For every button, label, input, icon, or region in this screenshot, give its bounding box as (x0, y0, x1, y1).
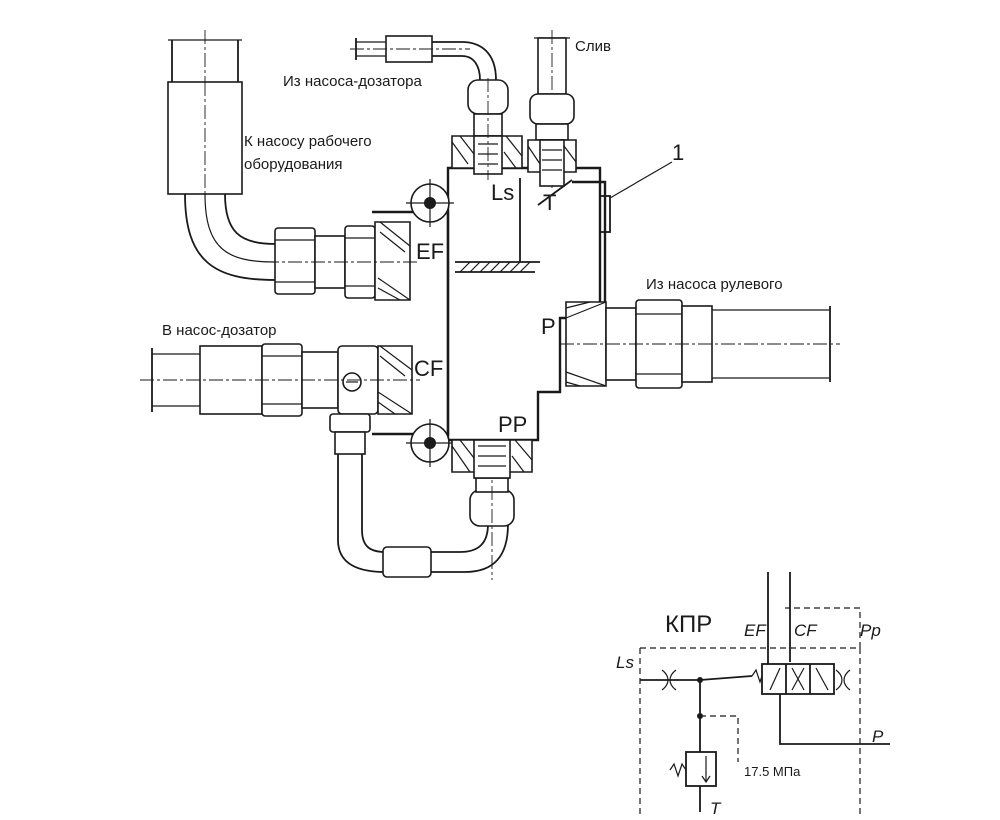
callout-1: 1 (609, 140, 684, 199)
port-labels: Ls T EF P CF PP (414, 180, 556, 437)
port-cf: CF (414, 356, 443, 381)
port-ef: EF (416, 239, 444, 264)
label-from-metering-pump: Из насоса-дозатора (283, 73, 423, 90)
label-to-work-pump-2: оборудования (244, 156, 342, 173)
drawing-labels: Из насоса-дозатора Слив К насосу рабочег… (162, 38, 783, 339)
drain-hose-assembly (527, 30, 577, 190)
label-to-work-pump-1: К насосу рабочего (244, 133, 372, 150)
schematic-pp: Pp (860, 621, 881, 640)
p-hose-assembly (560, 299, 840, 389)
schematic-ls: Ls (616, 653, 634, 672)
label-drain: Слив (575, 38, 611, 55)
port-ls: Ls (491, 180, 514, 205)
hose-to-metering-pump (140, 343, 420, 417)
hose-to-work-pump (167, 30, 420, 301)
ls-hose-assembly (350, 35, 523, 180)
port-t: T (543, 190, 556, 215)
schematic-title: КПР (665, 611, 712, 638)
loop-hose (329, 413, 515, 580)
pp-fitting (451, 439, 533, 479)
port-pp: PP (498, 412, 527, 437)
schematic-ef: EF (744, 621, 767, 640)
valve-body (372, 166, 611, 467)
port-p: P (541, 314, 556, 339)
label-from-steering-pump: Из насоса рулевого (646, 276, 783, 293)
schematic-pressure: 17.5 МПа (744, 764, 801, 779)
schematic-t: T (710, 799, 722, 818)
schematic-p: P (872, 727, 884, 746)
callout-number: 1 (672, 140, 684, 165)
hydraulic-schematic: КПР EF CF Pp Ls P T 17.5 МПа (616, 572, 890, 818)
label-to-metering-pump: В насос-дозатор (162, 322, 277, 339)
schematic-cf: CF (794, 621, 818, 640)
